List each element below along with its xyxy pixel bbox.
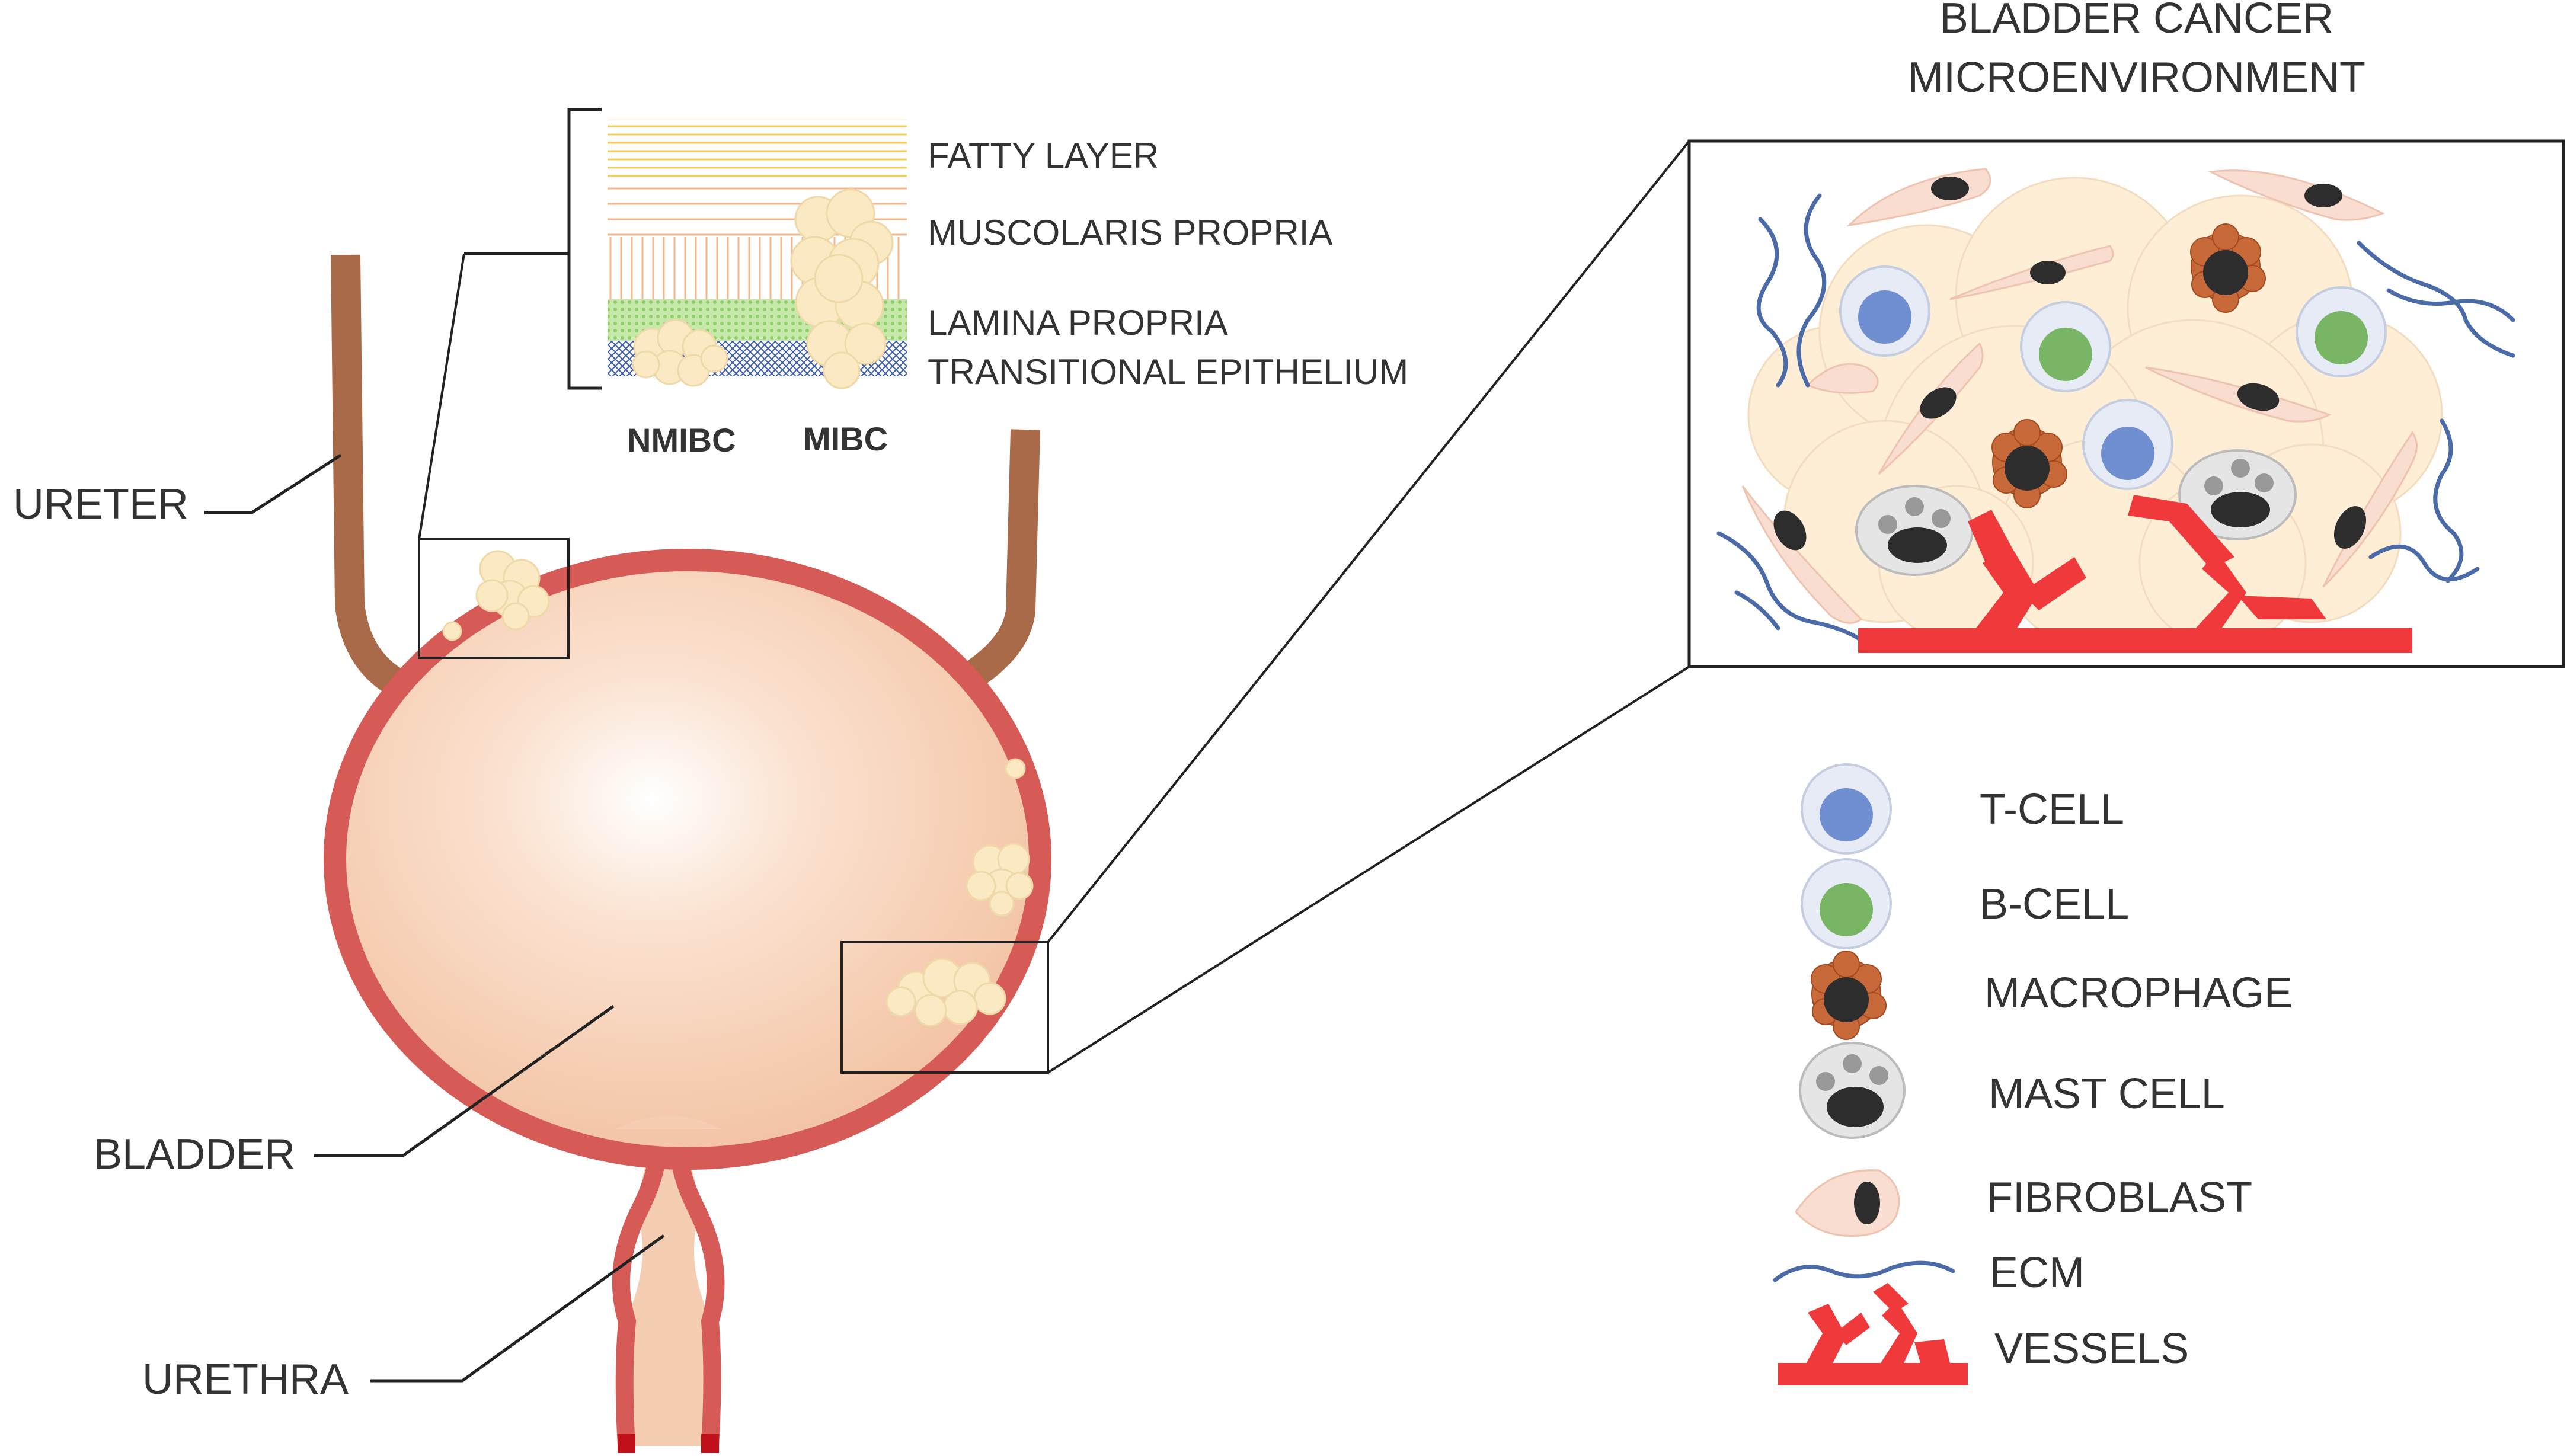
legend-bcell-icon <box>1801 858 1892 949</box>
ureter-callout: URETER <box>13 453 342 528</box>
label-ureter: URETER <box>13 481 188 528</box>
mibc-tumor <box>790 188 894 389</box>
fibroblast-cell <box>2207 169 2385 221</box>
fibroblast-cell <box>1878 342 1984 475</box>
title-line1: BLADDER CANCER <box>1940 0 2333 42</box>
legend-ecm-label: ECM <box>1990 1249 2085 1297</box>
nmibc-tumor <box>632 319 728 387</box>
tumor-right-small <box>1005 758 1026 779</box>
fibroblast-cell <box>2145 366 2332 423</box>
legend-tcell-label: T-CELL <box>1980 786 2124 833</box>
legend-vessels-label: VESSELS <box>1994 1325 2189 1372</box>
fatty-layer <box>608 119 907 178</box>
legend-macrophage-label: MACROPHAGE <box>1984 969 2293 1017</box>
tumor-top-left <box>442 550 550 641</box>
label-epithelium: TRANSITIONAL EPITHELIUM <box>928 352 1408 392</box>
legend-ecm-icon <box>1773 1260 1955 1282</box>
zoom-line-lower <box>1047 665 1690 1074</box>
vessels <box>1858 495 2412 653</box>
tcell <box>2082 399 2173 490</box>
legend-fibroblast-label: FIBROBLAST <box>1987 1174 2252 1221</box>
label-lamina: LAMINA PROPRIA <box>928 303 1228 343</box>
left-ureter <box>331 254 402 695</box>
legend-vessels-icon <box>1778 1283 1968 1385</box>
label-nmibc: NMIBC <box>627 421 736 459</box>
zoom-line-upper <box>1047 140 1690 943</box>
label-bladder: BLADDER <box>94 1131 295 1178</box>
legend-macrophage-icon <box>1811 951 1887 1040</box>
mast-cell <box>1855 485 1974 576</box>
fibroblast-cell <box>1741 485 1863 624</box>
fibroblast-cell <box>1949 245 2114 300</box>
bcell <box>2296 286 2387 377</box>
fibroblast-cells <box>1741 168 2418 624</box>
tumor-right-mid <box>966 843 1034 917</box>
tumor-right-low <box>885 958 1006 1027</box>
fibroblast-cell <box>1846 168 1991 227</box>
tcell <box>1839 265 1930 357</box>
microenvironment-panel <box>1687 139 2565 668</box>
fibroblast-cell <box>1806 363 1879 394</box>
zoom-box-top <box>418 538 570 659</box>
macrophage <box>1991 419 2067 508</box>
fibroblast-cell <box>2322 431 2418 588</box>
legend: T-CELL B-CELL MACROPHAGE MAST CELL FIBRO… <box>1773 763 2293 1385</box>
legend-bcell-label: B-CELL <box>1980 881 2129 928</box>
zoom-box-right <box>840 941 1049 1074</box>
bladder-callout: BLADDER <box>94 1004 615 1178</box>
legend-tcell-icon <box>1801 763 1892 855</box>
label-urethra: URETHRA <box>142 1356 349 1403</box>
label-mibc: MIBC <box>803 420 888 457</box>
legend-mast-label: MAST CELL <box>1989 1070 2225 1118</box>
legend-mast-icon <box>1799 1042 1906 1139</box>
label-fatty-layer: FATTY LAYER <box>928 136 1159 175</box>
title-line2: MICROENVIRONMENT <box>1908 54 2365 101</box>
ecm-fibers <box>1716 193 2515 642</box>
right-ureter <box>963 429 1040 688</box>
label-muscularis: MUSCOLARIS PROPRIA <box>928 213 1332 252</box>
urethra-callout: URETHRA <box>142 1234 665 1403</box>
bladder-shape <box>324 549 1051 1170</box>
bcell <box>2020 301 2111 392</box>
mast-cell <box>2178 449 2297 540</box>
macrophage <box>2190 223 2266 313</box>
legend-fibroblast-icon <box>1795 1169 1900 1237</box>
wall-layers-inset: FATTY LAYER MUSCOLARIS PROPRIA LAMINA PR… <box>418 108 1408 540</box>
